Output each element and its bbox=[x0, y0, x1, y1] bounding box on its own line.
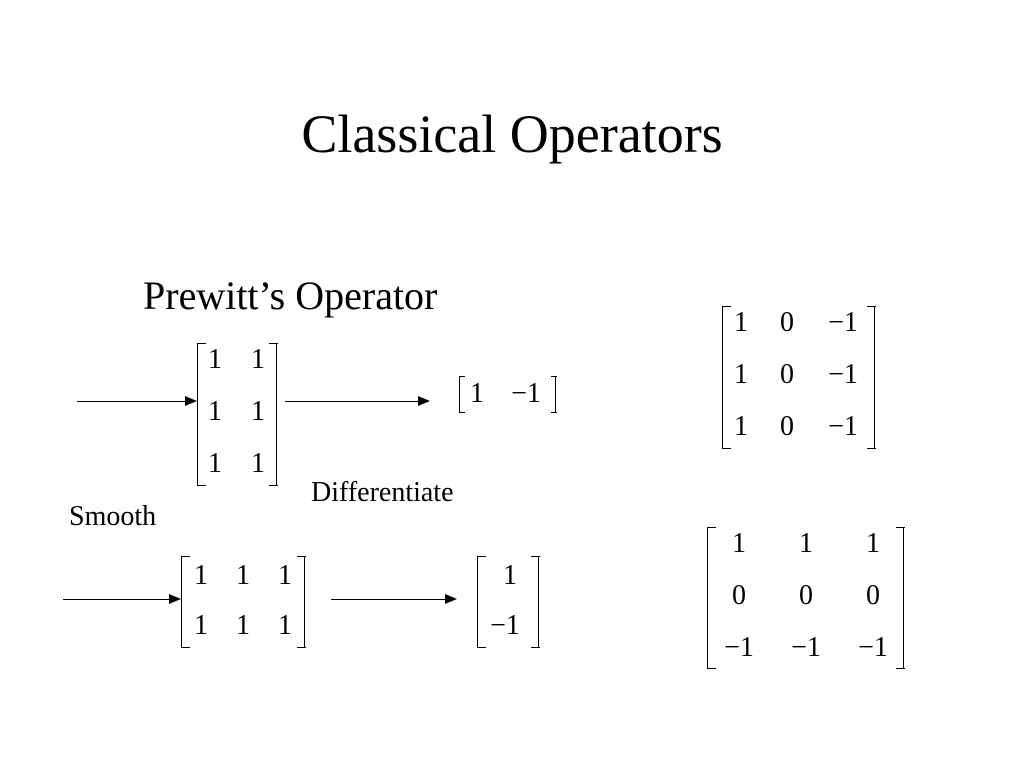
matrix-kernel-y: 1 1 1 0 0 0 −1 −1 −1 bbox=[706, 527, 905, 669]
matrix-cell: 1 bbox=[734, 411, 748, 442]
differentiate-label: Differentiate bbox=[311, 477, 454, 508]
matrix-cell: 1 bbox=[734, 307, 748, 338]
matrix-cell: −1 bbox=[858, 632, 888, 663]
slide-title: Classical Operators bbox=[301, 104, 723, 164]
matrix-diff-row: 1 −1 bbox=[458, 376, 557, 413]
matrix-cell: −1 bbox=[490, 610, 520, 641]
arrow-into-smooth-row bbox=[63, 593, 181, 604]
matrix-cell: 1 bbox=[278, 610, 292, 641]
matrix-cell: 0 bbox=[780, 359, 794, 390]
matrix-cell: 1 bbox=[194, 560, 208, 591]
matrix-cell: 0 bbox=[780, 307, 794, 338]
matrix-cell: 1 bbox=[208, 396, 222, 427]
matrix-cell: 0 bbox=[866, 580, 880, 611]
slide-subtitle: Prewitt’s Operator bbox=[143, 273, 438, 318]
matrix-cell: −1 bbox=[511, 378, 541, 409]
matrix-cell: −1 bbox=[828, 359, 858, 390]
matrix-cell: 0 bbox=[732, 580, 746, 611]
matrix-cell: 1 bbox=[208, 448, 222, 479]
matrix-cell: 1 bbox=[236, 610, 250, 641]
matrix-cell: −1 bbox=[791, 632, 821, 663]
matrix-smooth-column: 1 1 1 1 1 1 bbox=[196, 343, 278, 486]
matrix-cell: −1 bbox=[828, 411, 858, 442]
arrowhead-icon bbox=[445, 593, 457, 604]
matrix-cell: 1 bbox=[251, 448, 265, 479]
matrix-cell: 1 bbox=[799, 528, 813, 559]
matrix-cell: 1 bbox=[503, 560, 517, 591]
matrix-cell: 1 bbox=[732, 528, 746, 559]
arrowhead-icon bbox=[169, 593, 181, 604]
matrix-cell: 1 bbox=[470, 378, 484, 409]
matrix-diff-column: 1 −1 bbox=[476, 556, 540, 648]
matrix-cell: −1 bbox=[724, 632, 754, 663]
matrix-cell: 1 bbox=[194, 610, 208, 641]
arrowhead-icon bbox=[185, 395, 197, 406]
matrix-smooth-row: 1 1 1 1 1 1 bbox=[180, 556, 306, 648]
matrix-cell: 1 bbox=[236, 560, 250, 591]
matrix-cell: 1 bbox=[251, 396, 265, 427]
matrix-cell: 1 bbox=[734, 359, 748, 390]
matrix-cell: 1 bbox=[866, 528, 880, 559]
matrix-cell: 1 bbox=[251, 344, 265, 375]
arrow-into-smooth-column bbox=[77, 395, 197, 406]
arrow-into-diff-row bbox=[285, 395, 430, 406]
matrix-cell: 0 bbox=[780, 411, 794, 442]
smooth-label: Smooth bbox=[69, 501, 157, 532]
arrow-into-diff-column bbox=[331, 593, 457, 604]
matrix-kernel-x: 1 0 −1 1 0 −1 1 0 −1 bbox=[721, 306, 876, 449]
arrowhead-icon bbox=[418, 395, 430, 406]
matrix-cell: 0 bbox=[799, 580, 813, 611]
matrix-cell: 1 bbox=[208, 344, 222, 375]
matrix-cell: 1 bbox=[278, 560, 292, 591]
matrix-cell: −1 bbox=[828, 307, 858, 338]
